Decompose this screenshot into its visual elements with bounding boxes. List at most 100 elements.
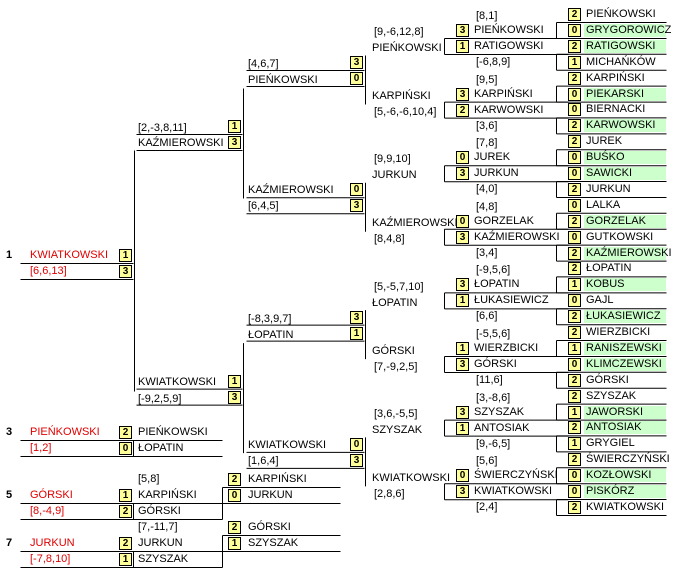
score-box: 2 — [119, 505, 132, 518]
score-box: 3 — [228, 390, 241, 404]
player-name: KARPIŃSKI — [586, 71, 645, 84]
score-box: 2 — [568, 8, 581, 21]
score-box: 1 — [568, 342, 581, 355]
player-name: GÓRSKI — [586, 373, 629, 386]
score-box: 2 — [119, 426, 132, 439]
player-name: WIERZBICKI — [474, 342, 539, 354]
winner-highlight — [584, 421, 666, 435]
score-box: 0 — [568, 469, 581, 483]
set-score: [9,9,10] — [374, 153, 411, 166]
score-box: 2 — [228, 473, 241, 486]
player-name: GORZELAK — [586, 214, 646, 227]
score-box: 3 — [456, 485, 469, 499]
score-box: 1 — [568, 278, 581, 292]
set-score: [8,1] — [476, 10, 498, 22]
set-score: [2,-3,8,11] — [138, 122, 187, 134]
player-name: GÓRSKI — [372, 344, 415, 357]
set-score: [3,-8,6] — [476, 391, 511, 404]
set-score: [1,6,4] — [248, 454, 279, 467]
set-score: [3,4] — [476, 246, 498, 259]
player-name: ŁUKASIEWICZ — [474, 294, 549, 307]
score-box: 3 — [456, 405, 469, 419]
player-name: KOZŁOWSKI — [586, 469, 652, 482]
player-name: ŁOPATIN — [248, 328, 294, 341]
set-score: [5,-6,-6,10,4] — [374, 106, 437, 118]
player-name: MICHAŃKÓW — [586, 55, 656, 68]
set-score: [7,8] — [476, 137, 498, 150]
score-box: 3 — [456, 230, 469, 244]
player-name: JAWORSKI — [586, 405, 644, 418]
set-score: [6,6,13] — [30, 265, 67, 277]
set-score: [4,0] — [476, 183, 498, 196]
player-name: RATIGOWSKI — [586, 39, 656, 52]
player-name: KLIMCZEWSKI — [586, 357, 662, 370]
player-name: BIERNACKI — [586, 103, 646, 116]
set-score: [2,4] — [476, 501, 498, 514]
score-box: 2 — [568, 39, 581, 53]
set-score: [-9,2,5,9] — [138, 393, 182, 405]
player-name: ŁUKASIEWICZ — [586, 310, 661, 323]
player-name: KWIATKOWSKI — [586, 501, 665, 513]
winner-highlight — [584, 119, 666, 133]
score-box: 3 — [456, 24, 469, 37]
score-box: 2 — [568, 135, 581, 149]
set-score: [8,-4,9] — [30, 505, 65, 517]
player-name: WIERZBICKI — [586, 326, 651, 338]
score-box: 3 — [456, 167, 469, 181]
player-name: GUTKOWSKI — [586, 230, 654, 243]
score-box: 1 — [456, 40, 469, 53]
winner-highlight — [584, 167, 666, 180]
score-box: 0 — [568, 485, 581, 498]
score-box: 0 — [568, 24, 581, 37]
score-box: 1 — [228, 374, 241, 388]
player-name: KARWOWSKI — [474, 103, 544, 116]
set-score: [3,6,-5,5] — [374, 407, 418, 420]
score-box: 0 — [456, 469, 469, 483]
score-box: 2 — [568, 214, 581, 228]
player-name: GÓRSKI — [474, 358, 517, 370]
winner-highlight — [584, 246, 666, 260]
score-box: 2 — [119, 537, 132, 550]
place-number: 5 — [6, 489, 13, 501]
player-name: KOBUS — [586, 278, 625, 291]
champion-name: KWIATKOWSKI — [30, 249, 109, 261]
score-box: 3 — [456, 278, 469, 292]
score-box: 2 — [568, 501, 581, 514]
set-score: [-9,5,6] — [476, 264, 511, 277]
score-box: 3 — [350, 199, 363, 213]
player-name: SAWICKI — [586, 167, 633, 179]
winner-highlight — [584, 151, 666, 165]
set-score: [-6,8,9] — [476, 56, 511, 68]
score-box: 1 — [350, 326, 363, 340]
score-box: 2 — [568, 71, 581, 85]
winner-highlight — [584, 485, 666, 498]
player-name: ŁOPATIN — [372, 296, 418, 309]
player-name: JURKUN — [474, 167, 519, 180]
score-box: 2 — [568, 183, 581, 196]
winner-highlight — [584, 278, 666, 292]
player-name: ŁOPATIN — [474, 278, 520, 291]
set-score: [1,2] — [30, 442, 52, 454]
player-name: KARPIŃSKI — [474, 87, 533, 100]
player-name: RANISZEWSKI — [586, 342, 662, 354]
player-name: ŁOPATIN — [138, 442, 184, 454]
player-name: PIEKARSKI — [586, 87, 645, 100]
score-box: 1 — [456, 342, 469, 355]
set-score: [-5,5,6] — [476, 328, 511, 340]
set-score: [3,6] — [476, 119, 498, 132]
place-number: 3 — [6, 426, 13, 438]
player-name: KAŹMIEROWSKI — [138, 137, 224, 149]
set-score: [9,5] — [476, 73, 498, 86]
score-box: 2 — [568, 453, 581, 467]
score-box: 3 — [456, 358, 469, 371]
player-name: BUŚKO — [586, 151, 625, 164]
score-box: 3 — [350, 310, 363, 324]
winner-highlight — [584, 342, 666, 355]
score-box: 0 — [568, 167, 581, 180]
score-box: 1 — [568, 55, 581, 69]
winner-highlight — [584, 405, 666, 419]
player-name: KAŹMIEROWSKI — [248, 184, 334, 196]
score-box: 1 — [119, 489, 132, 502]
player-name: JUREK — [586, 135, 623, 148]
score-box: 2 — [228, 521, 241, 534]
